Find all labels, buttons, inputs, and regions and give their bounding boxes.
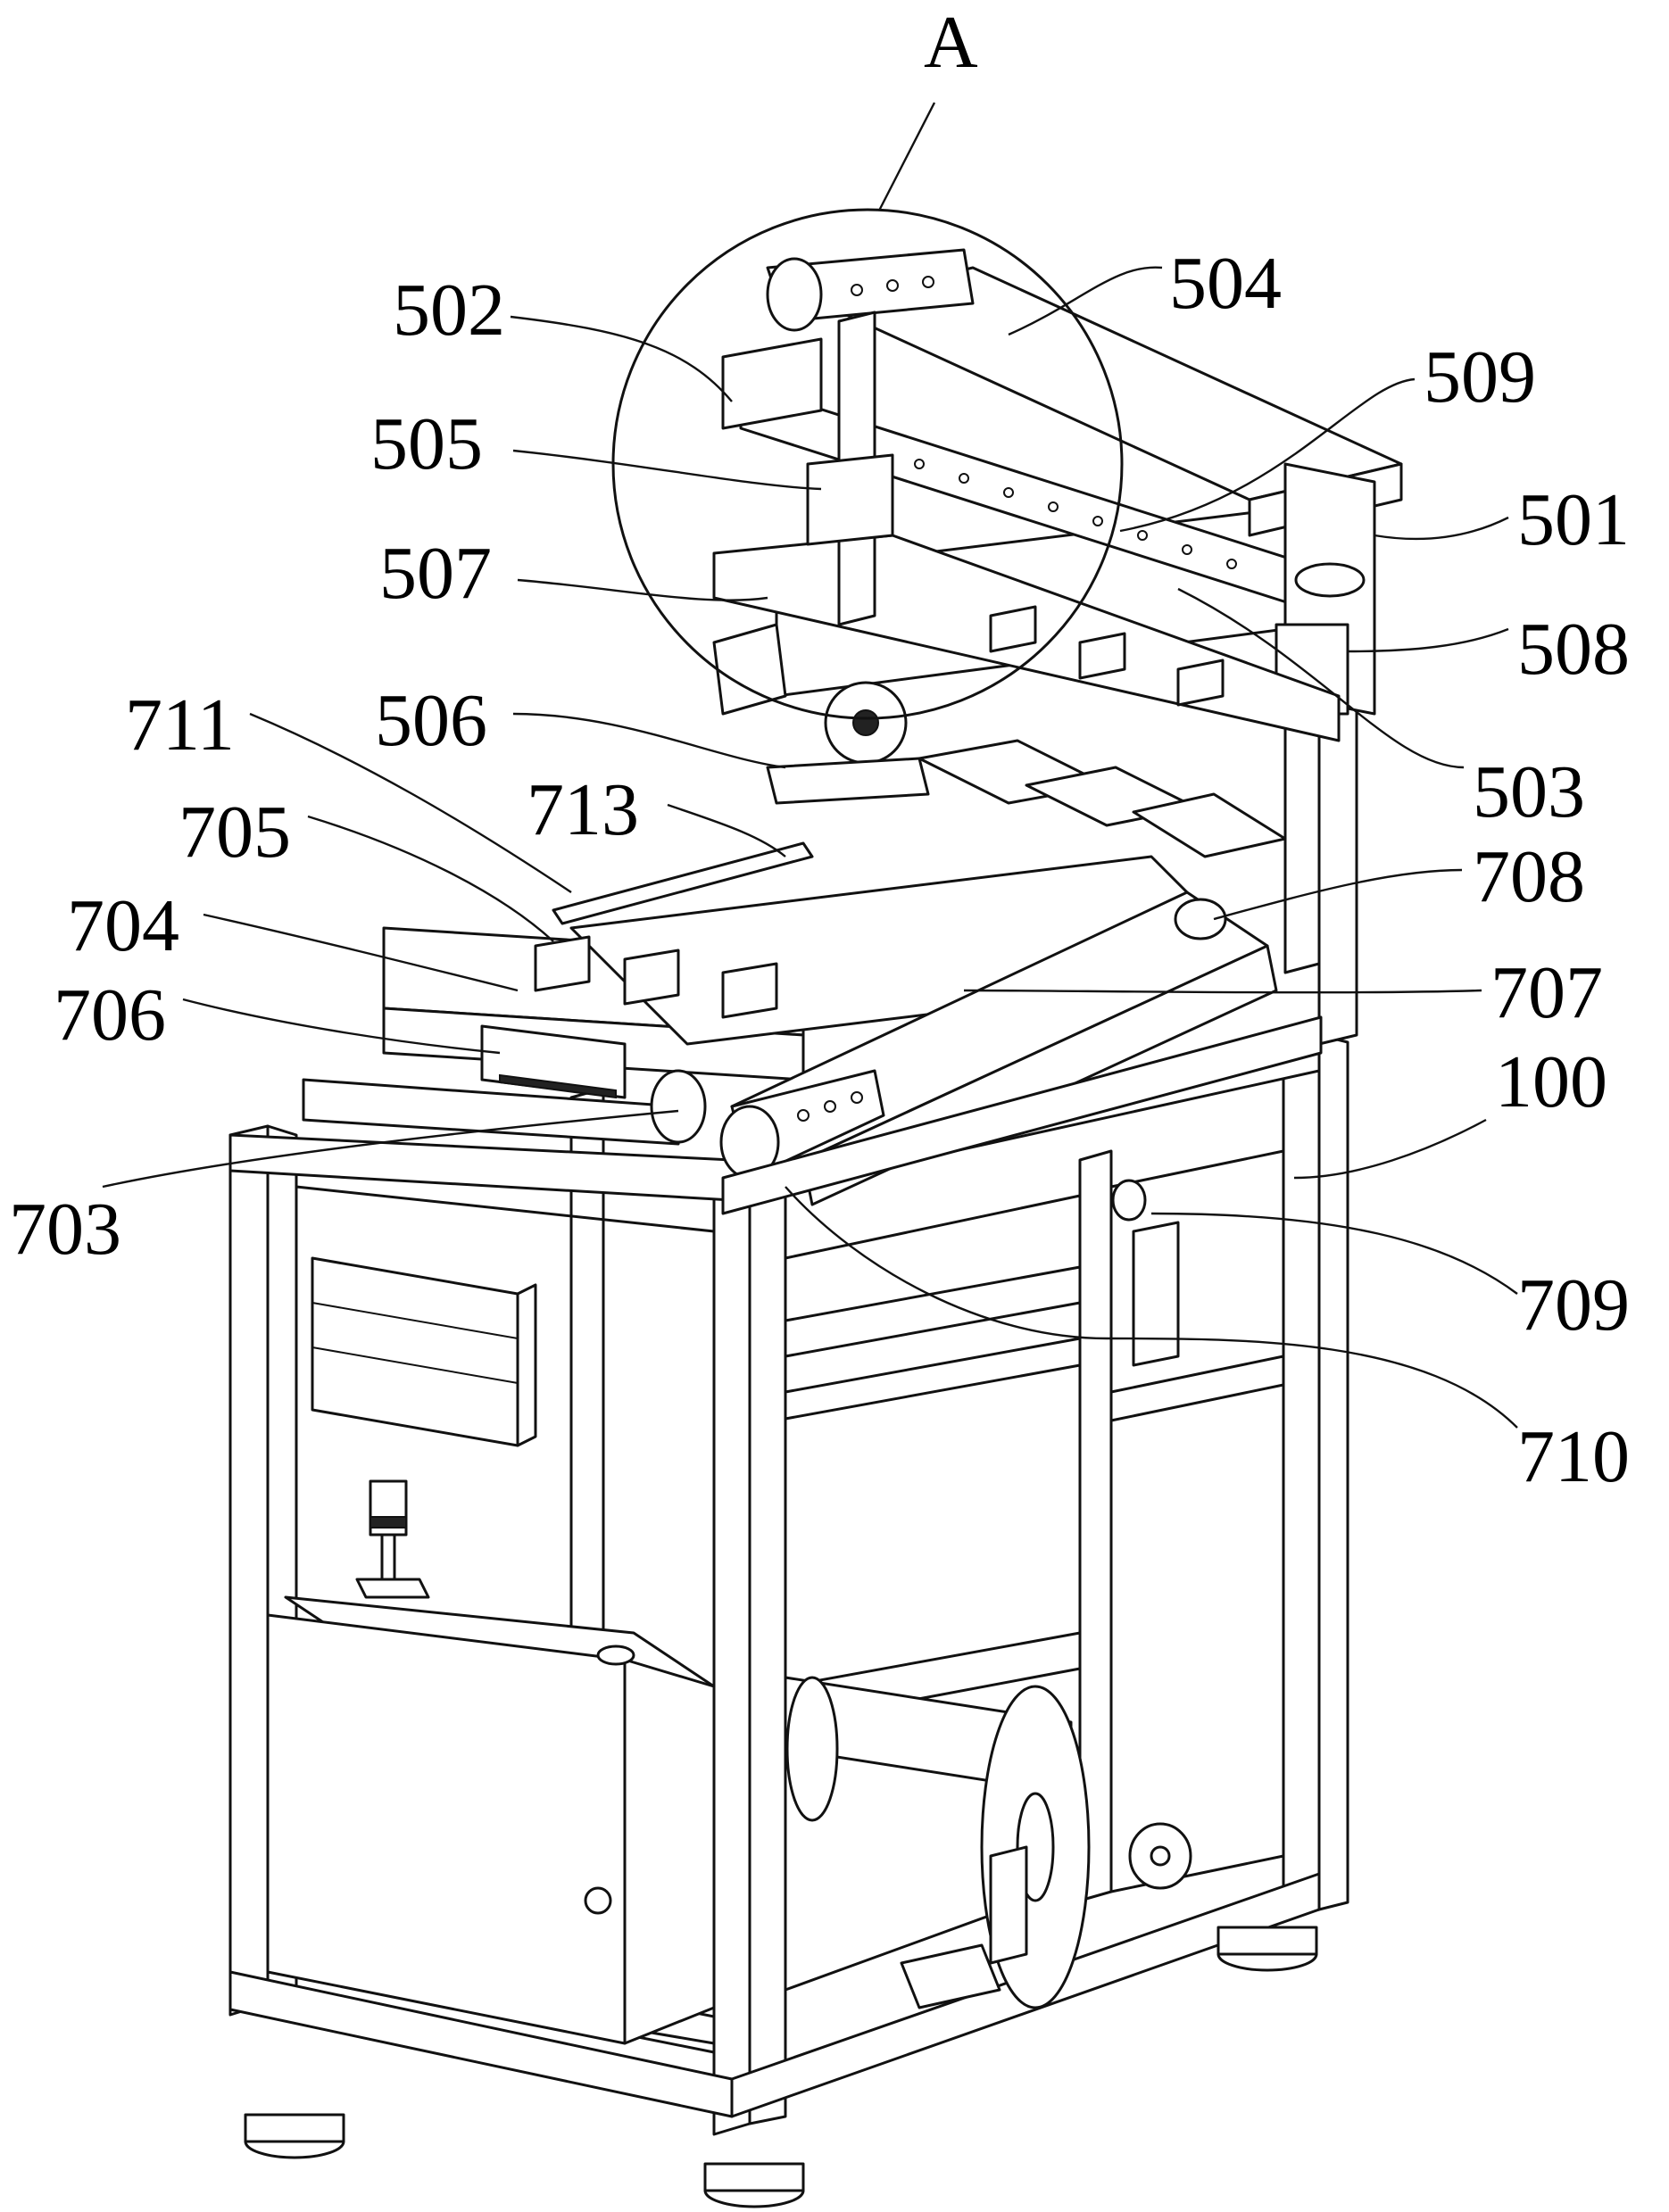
label-708: 708 [1473,835,1585,918]
label-711: 711 [125,683,235,766]
label-706: 706 [54,973,166,1056]
label-704: 704 [67,884,179,967]
leader-507 [517,578,768,601]
leader-703 [102,1109,679,1189]
leader-509 [1119,377,1416,533]
label-505: 505 [370,402,483,485]
label-709: 709 [1517,1263,1630,1346]
leader-707 [963,989,1482,994]
leader-504 [1008,266,1163,336]
label-507: 507 [379,532,492,615]
bottom-components [900,1822,1192,2009]
label-713: 713 [527,768,639,851]
control-box-upper [311,1256,537,1447]
label-710: 710 [1517,1415,1630,1498]
label-502: 502 [393,269,505,352]
label-501: 501 [1517,478,1630,561]
conveyor-assembly [382,841,1323,1367]
leader-713 [667,803,786,857]
electrical-cabinet [266,1595,716,2045]
leader-508 [1347,627,1509,653]
label-707: 707 [1490,951,1603,1034]
leader-506 [512,712,786,769]
leader-705 [307,815,554,942]
leader-708 [1213,868,1463,921]
leader-711 [249,712,572,893]
signal-lamp [355,1479,430,1599]
label-503: 503 [1473,750,1585,833]
leader-710 [785,1186,1518,1429]
label-a: A [924,1,978,84]
label-509: 509 [1424,336,1536,418]
leader-709 [1150,1212,1518,1295]
leader-505 [512,449,822,491]
rail-holes [914,459,1237,569]
leader-100 [1293,1118,1487,1180]
label-506: 506 [375,679,487,762]
gantry-assembly [712,248,1403,858]
leader-503 [1177,587,1465,769]
leader-502 [510,315,733,402]
leader-lines [102,102,1518,1429]
leader-501 [1374,516,1509,541]
label-504: 504 [1169,242,1282,325]
label-100: 100 [1495,1040,1607,1123]
leader-706 [182,998,501,1055]
label-705: 705 [179,791,291,874]
leader-704 [203,913,519,992]
reference-labels: A 504 502 509 505 501 507 508 711 506 50… [9,1,1630,1498]
label-703: 703 [9,1188,121,1271]
label-508: 508 [1517,608,1630,691]
leader-a [877,102,936,211]
